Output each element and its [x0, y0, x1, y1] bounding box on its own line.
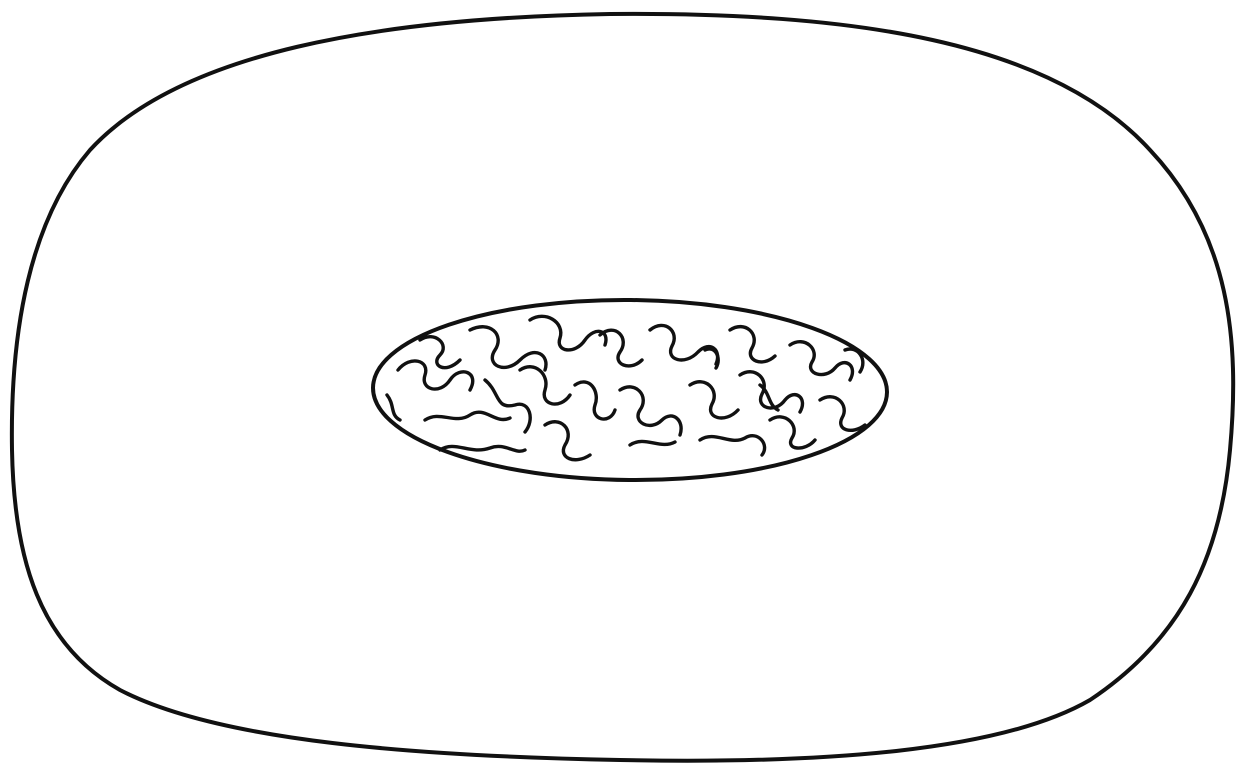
inner-squiggle-pattern [387, 316, 865, 459]
inner-ellipse-shape [372, 298, 888, 482]
